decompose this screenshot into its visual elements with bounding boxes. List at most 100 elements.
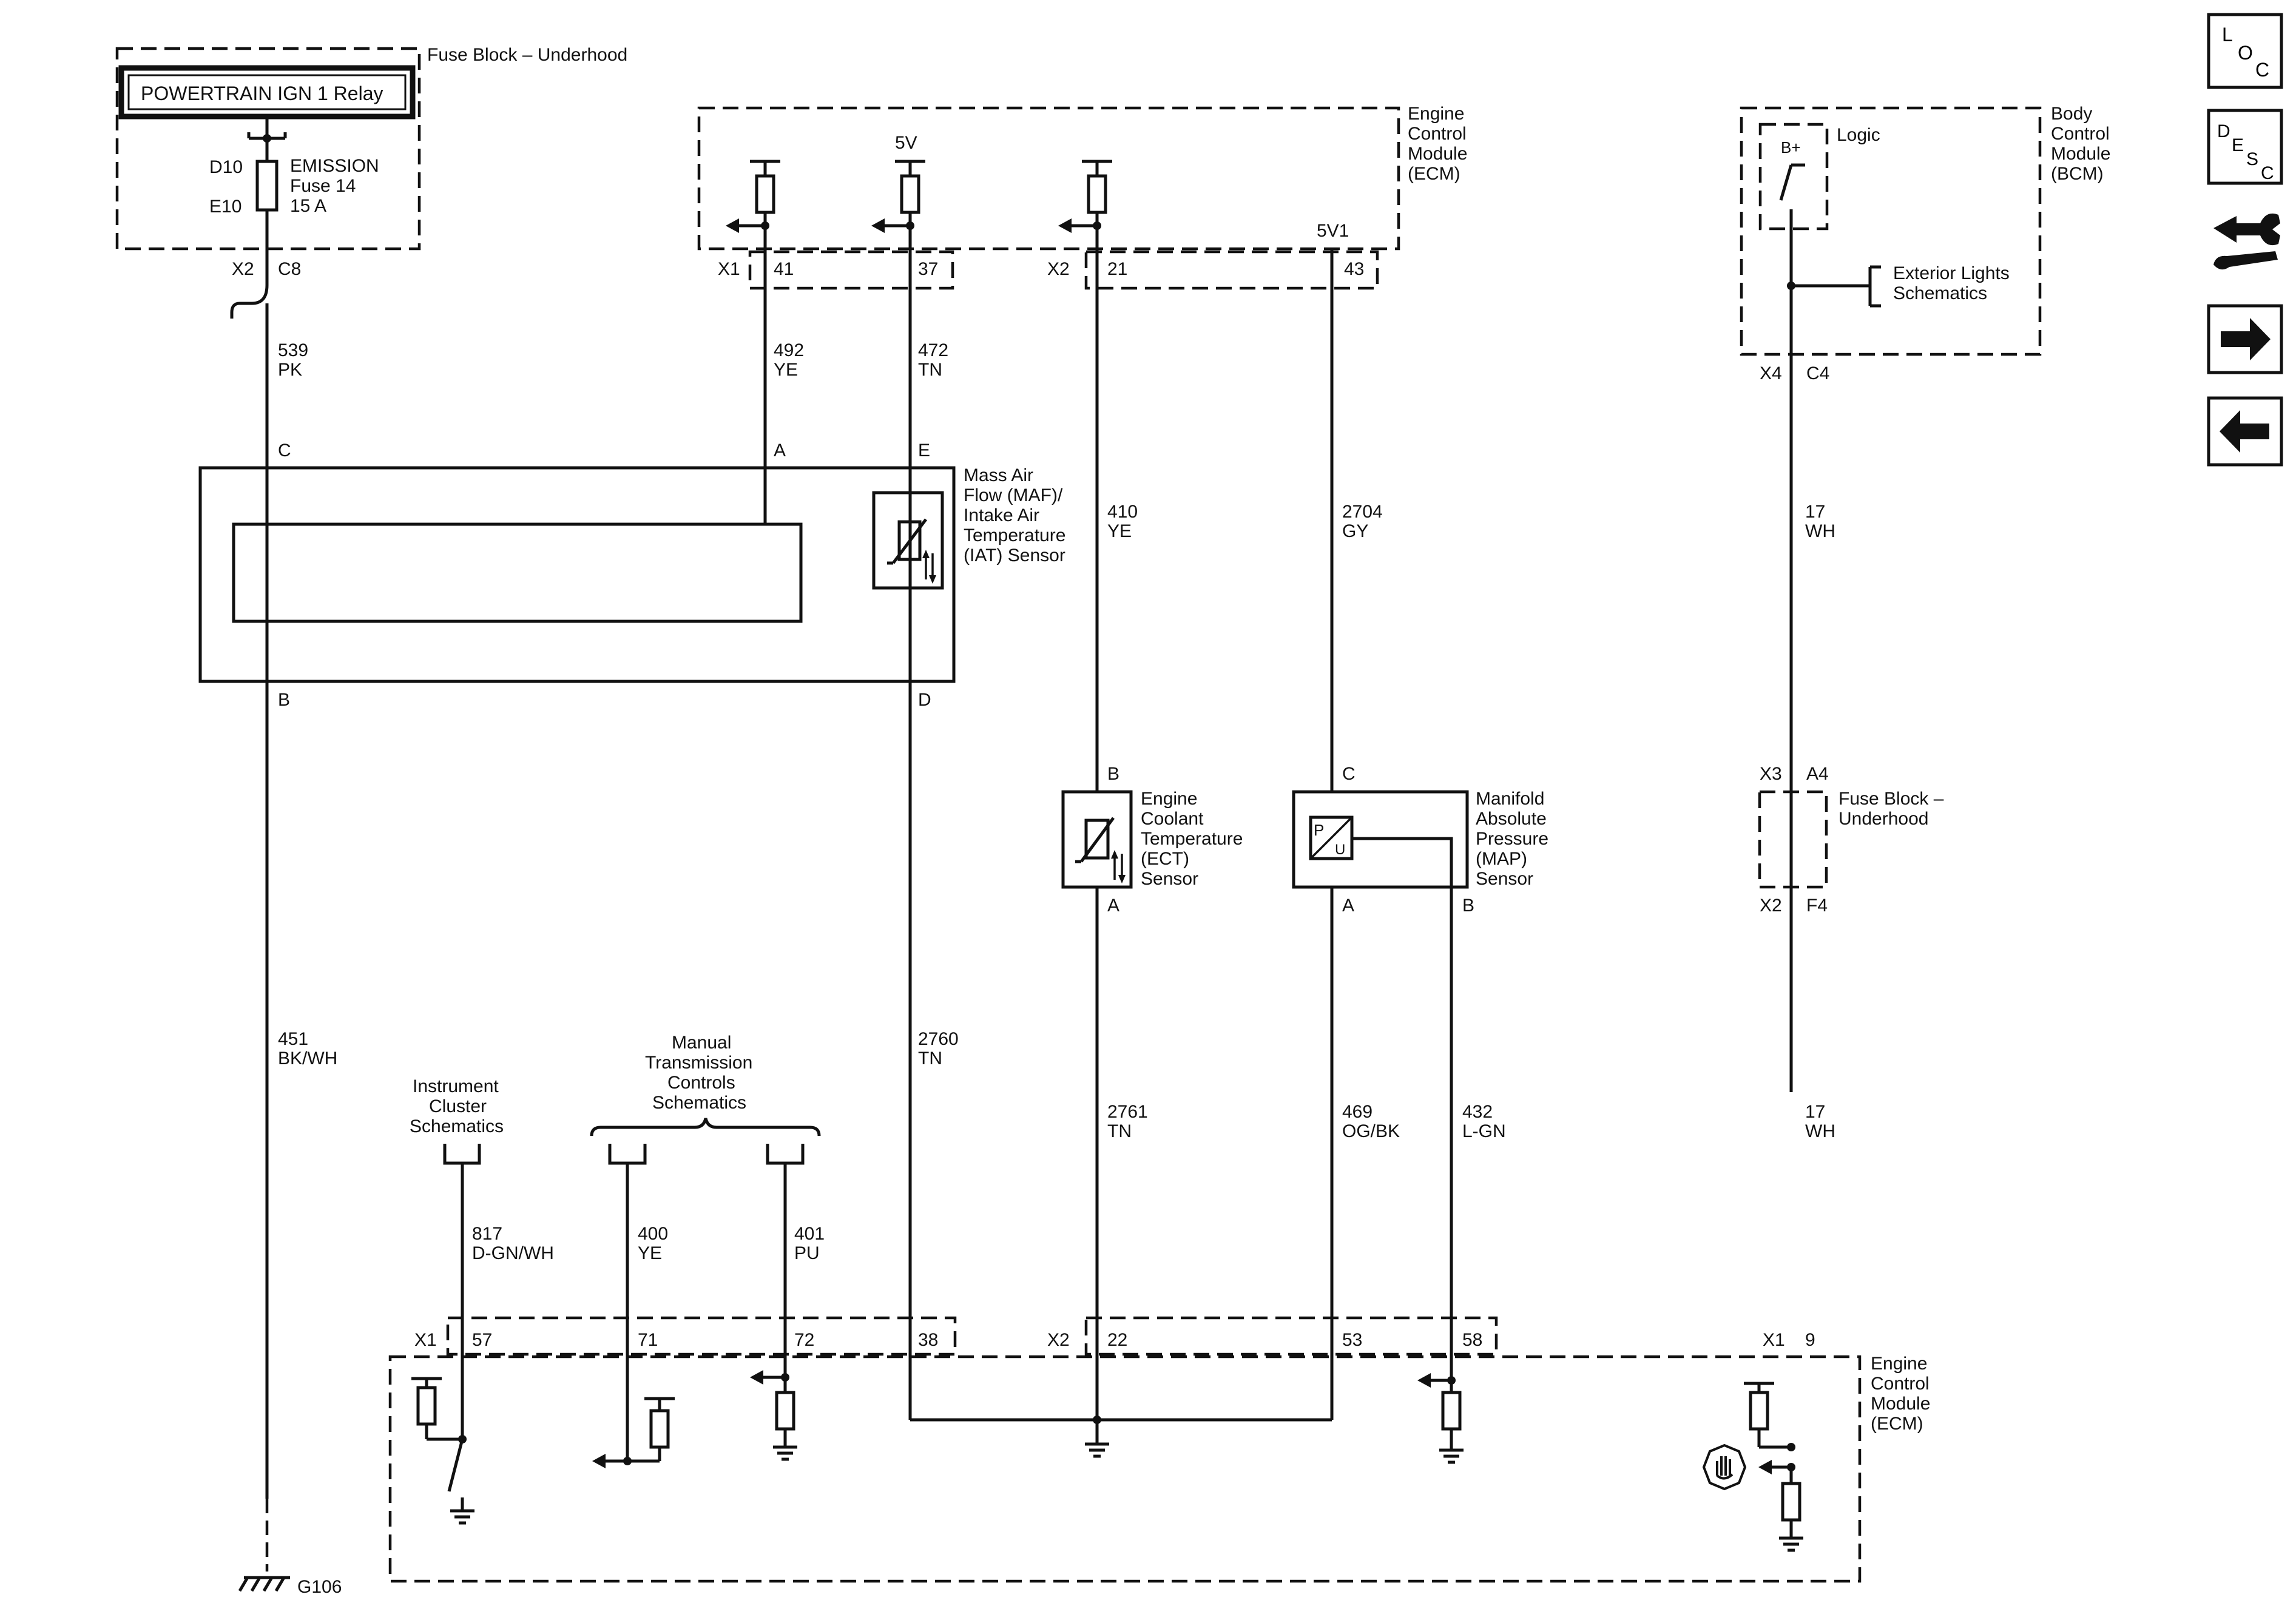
wire-2761-color: TN <box>1107 1121 1132 1141</box>
conn-x2-c8-c8: C8 <box>278 259 301 279</box>
wire-432-number: 432 <box>1462 1102 1493 1122</box>
exterior-lights-1: Exterior Lights <box>1893 263 2010 283</box>
next-arrow-icon[interactable] <box>2207 304 2283 374</box>
relay-label: POWERTRAIN IGN 1 Relay <box>141 83 383 104</box>
bcm-label-1: Body <box>2051 104 2092 124</box>
maf-label-4: Temperature <box>964 525 1065 545</box>
maf-pin-c: C <box>278 441 291 461</box>
fuse-block-underhood-top: Fuse Block – Underhood POWERTRAIN IGN 1 … <box>115 45 627 251</box>
map-sensor: C P U A B Manifold Absolute Pressure (MA… <box>1292 764 1548 916</box>
conn-x1-right: X1 <box>1763 1330 1785 1350</box>
wire-539-number: 539 <box>278 340 308 360</box>
manual-trans-4: Schematics <box>652 1093 746 1113</box>
pin-58: 58 <box>1462 1330 1482 1350</box>
ecm-bottom-label-2: Control <box>1871 1374 1930 1394</box>
maf-pin-b: B <box>278 690 290 710</box>
pin-53: 53 <box>1342 1330 1362 1350</box>
location-icon[interactable]: L O C <box>2207 13 2283 89</box>
map-label-5: Sensor <box>1476 869 1533 889</box>
previous-arrow-icon[interactable] <box>2207 396 2283 467</box>
svg-text:L: L <box>2222 24 2233 46</box>
wire-2704-color: GY <box>1342 521 1368 541</box>
pin-37: 37 <box>918 259 938 279</box>
maf-pin-d: D <box>918 690 931 710</box>
fuse-pin-d10: D10 <box>209 157 243 177</box>
stop-hand-icon <box>1702 1443 1747 1491</box>
wire-2704-number: 2704 <box>1342 502 1383 522</box>
supply-5v-label: 5V <box>895 133 917 153</box>
ect-label-2: Coolant <box>1141 809 1204 829</box>
ecm-top-label-2: Control <box>1408 124 1467 144</box>
svg-text:C: C <box>2255 59 2269 81</box>
maf-iat-sensor: C A E B D Mass Air Flow (MAF)/ Intake Ai… <box>198 441 1065 710</box>
svg-text:S: S <box>2246 149 2258 169</box>
ecm-top-label-1: Engine <box>1408 104 1464 124</box>
ecm-bottom-label-3: Module <box>1871 1394 1930 1414</box>
svg-text:E: E <box>2232 135 2244 155</box>
map-pin-b: B <box>1462 896 1474 916</box>
pin-22: 22 <box>1107 1330 1127 1350</box>
ecm-bottom-label-1: Engine <box>1871 1354 1927 1374</box>
wire-2760-color: TN <box>918 1048 942 1068</box>
bcm-bplus: B+ <box>1781 138 1801 157</box>
pin-38: 38 <box>918 1330 938 1350</box>
pin-9: 9 <box>1805 1330 1815 1350</box>
ecm-top-input-21 <box>1058 160 1112 255</box>
wire-539-color: PK <box>278 360 302 380</box>
wire-432-color: L-GN <box>1462 1121 1506 1141</box>
wire-410-number: 410 <box>1107 502 1138 522</box>
ecm-bottom-input-9 <box>1702 1382 1803 1552</box>
wire-451-number: 451 <box>278 1029 308 1049</box>
map-label-4: (MAP) <box>1476 849 1527 869</box>
map-label-1: Manifold <box>1476 789 1544 809</box>
wire-2760-number: 2760 <box>918 1029 959 1049</box>
bcm-label-4: (BCM) <box>2051 164 2104 184</box>
maf-label-3: Intake Air <box>964 505 1039 525</box>
exterior-lights-2: Schematics <box>1893 283 1987 303</box>
maf-label-1: Mass Air <box>964 465 1033 485</box>
description-icon[interactable]: D E S C <box>2207 109 2283 185</box>
wire-817-number: 817 <box>472 1224 502 1244</box>
map-symbol-p: P <box>1314 821 1324 839</box>
nav-sidebar: L O C D E S C <box>2207 13 2283 467</box>
ground-g106: G106 <box>238 1576 342 1597</box>
ect-sensor: B A Engine Coolant Temperature (ECT) Sen… <box>1061 764 1243 916</box>
ecm-top-label-3: Module <box>1408 144 1467 164</box>
maf-label-2: Flow (MAF)/ <box>964 485 1063 505</box>
map-label-2: Absolute <box>1476 809 1547 829</box>
fuse-name-fuse14: Fuse 14 <box>290 176 356 196</box>
pin-57: 57 <box>472 1330 492 1350</box>
maf-label-5: (IAT) Sensor <box>964 545 1065 565</box>
bcm-label-2: Control <box>2051 124 2110 144</box>
ect-label-5: Sensor <box>1141 869 1198 889</box>
fuse-block-top-label: Fuse Block – Underhood <box>427 45 627 65</box>
manual-trans-2: Transmission <box>645 1053 752 1073</box>
fuse-name-emission: EMISSION <box>290 156 379 176</box>
connector-wrench-icon[interactable] <box>2213 213 2280 270</box>
conn-x4: X4 <box>1760 363 1782 383</box>
ect-label-4: (ECT) <box>1141 849 1189 869</box>
conn-x2-f4-x2: X2 <box>1760 896 1782 916</box>
instrument-cluster-2: Cluster <box>429 1096 487 1116</box>
pin-71: 71 <box>638 1330 658 1350</box>
instrument-cluster-3: Schematics <box>410 1116 504 1136</box>
map-label-3: Pressure <box>1476 829 1548 849</box>
svg-text:D: D <box>2217 121 2230 141</box>
conn-a4: A4 <box>1806 764 1829 784</box>
ecm-bottom-input-71 <box>592 1397 675 1468</box>
wire-401-color: PU <box>794 1243 820 1263</box>
wire-472-color: TN <box>918 360 942 380</box>
fuse-rating: 15 A <box>290 196 326 216</box>
wire-472-number: 472 <box>918 340 948 360</box>
pin-72: 72 <box>794 1330 814 1350</box>
bcm-logic: Logic <box>1837 125 1880 145</box>
wire-17-top-color: WH <box>1805 521 1835 541</box>
bcm-label-3: Module <box>2051 144 2110 164</box>
ect-label-1: Engine <box>1141 789 1197 809</box>
ecm-bottom-input-58 <box>1417 1373 1464 1464</box>
conn-x2-top: X2 <box>1047 259 1070 279</box>
manual-trans-3: Controls <box>667 1073 735 1093</box>
map-symbol-u: U <box>1335 842 1345 858</box>
manual-trans-1: Manual <box>672 1033 731 1053</box>
